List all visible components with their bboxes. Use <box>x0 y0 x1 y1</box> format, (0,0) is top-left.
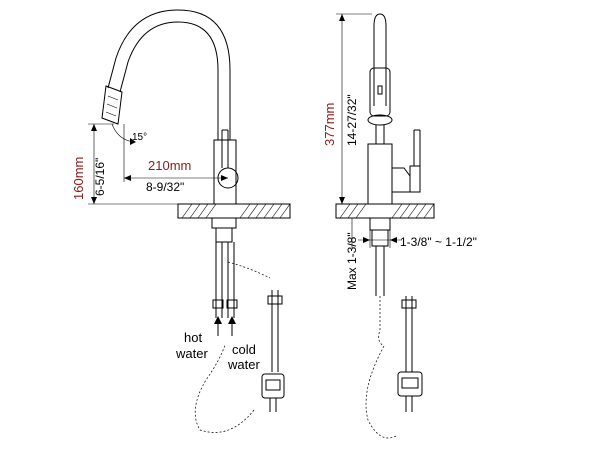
right-spray-head <box>369 67 391 117</box>
reach-in-label: 8-9/32" <box>146 180 184 194</box>
left-countertop <box>177 203 291 219</box>
left-hose-loop <box>194 261 271 433</box>
cold-water-arrow <box>228 316 236 336</box>
deck-thickness-dimension <box>346 203 358 248</box>
left-faucet-body <box>213 139 237 205</box>
right-hose-loop <box>365 296 397 439</box>
reach-mm-label: 210mm <box>148 158 191 173</box>
right-faucet-view: 377mm 14-27/32" Max 1-3/8" 1-3/8" ~ 1-1/… <box>322 13 477 439</box>
hot-label-line1: hot <box>184 330 202 345</box>
left-faucet-view: 210mm 8-9/32" 15° 160mm 6-5/16" hot wate… <box>71 9 291 433</box>
left-spout-outer <box>119 21 219 140</box>
height-in-label: 6-5/16" <box>93 158 107 196</box>
right-hose-weight <box>397 296 423 412</box>
right-handle <box>391 167 411 193</box>
right-faucet-body <box>367 143 393 205</box>
left-spout-inner <box>107 9 231 140</box>
total-height-in-label: 14-27/32" <box>345 94 359 146</box>
right-spout-collar <box>367 114 393 126</box>
right-spout <box>373 13 387 106</box>
height-mm-label: 160mm <box>71 157 86 200</box>
deck-thickness-label: Max 1-3/8" <box>345 232 359 290</box>
angle-label: 15° <box>132 132 147 143</box>
total-height-mm-label: 377mm <box>322 103 337 146</box>
cold-label-line1: cold <box>232 342 256 357</box>
height-dimension <box>88 123 178 205</box>
reach-dimension <box>123 124 228 182</box>
left-hose-weight <box>261 290 285 412</box>
hole-diameter-dimension <box>358 230 402 248</box>
hot-water-arrow <box>214 316 222 336</box>
hole-diameter-label: 1-3/8" ~ 1-1/2" <box>400 235 477 249</box>
hot-label-line2: water <box>175 346 208 361</box>
left-spray-head <box>101 85 123 125</box>
right-countertop <box>335 203 435 219</box>
cold-label-line2: water <box>227 357 260 372</box>
total-height-dimension <box>336 13 372 204</box>
